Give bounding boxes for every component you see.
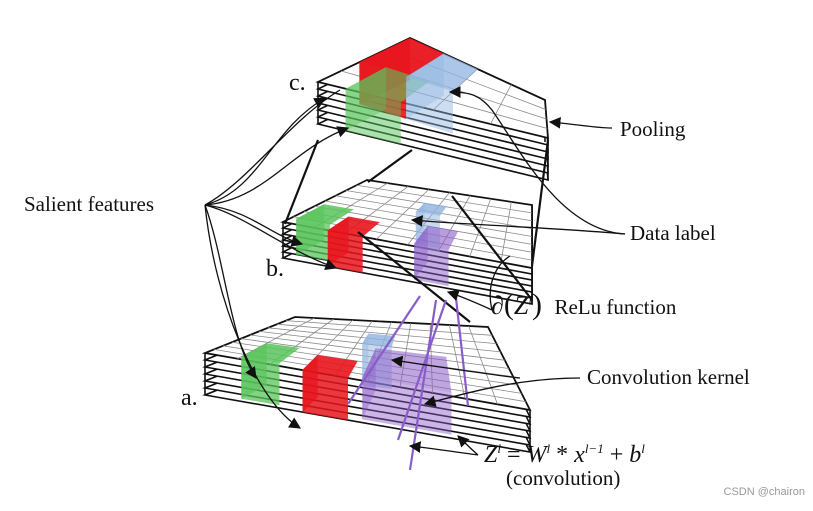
layer-b-green-patch — [296, 204, 354, 261]
salient-curve-extra — [204, 89, 341, 206]
layer-a-grid-line — [468, 325, 498, 405]
salient-arrow-a-green — [204, 204, 257, 379]
pool-connector-left — [283, 139, 320, 225]
convolution-equation: Zl = Wl * xl−1 + bl — [484, 442, 645, 467]
layer-a-purple-kernel-top — [362, 348, 452, 393]
kernel-line-3 — [454, 297, 470, 407]
data-label-arrow-b — [410, 215, 626, 235]
layer-c-grid-line — [490, 84, 512, 125]
conv-input-superscript: l−1 — [584, 441, 604, 456]
layer-a-label: a. — [181, 385, 198, 411]
conv-arrow-1 — [457, 435, 479, 456]
salient-arrow-a-red — [204, 204, 301, 429]
relu-arrow — [446, 289, 493, 311]
conv-input: x — [574, 442, 585, 468]
layer-b-grid-line — [469, 198, 492, 257]
layer-b-purple-patch — [414, 225, 459, 287]
layer-a-red-patch — [302, 355, 358, 421]
layer-b-purple-patch-front — [414, 243, 449, 287]
conv-lhs-superscript: l — [497, 441, 501, 456]
layers-group — [201, 37, 549, 454]
conv-bias: b — [629, 442, 642, 468]
conv-equals: = — [506, 442, 521, 468]
data-label-label: Data label — [630, 221, 716, 245]
pool-connector-mid — [367, 149, 413, 183]
layer-c-blue-patch — [406, 53, 478, 134]
pooling-label: Pooling — [620, 117, 686, 141]
conv-connector-left — [357, 231, 471, 323]
layer-b-green-patch-side — [296, 204, 325, 255]
relu-partial-symbol: ∂ — [491, 291, 504, 320]
conv-lhs: Z — [484, 442, 498, 468]
layer-b — [280, 179, 533, 305]
relu-curve — [489, 255, 511, 311]
conv-weight-superscript: l — [546, 441, 551, 456]
pooling-arrow — [548, 117, 613, 129]
conv-arrow-2 — [408, 441, 479, 456]
connectors-group — [283, 139, 550, 471]
data-label-arrow-c — [448, 86, 626, 235]
conv-weight: W — [526, 442, 547, 468]
layer-c-green-patch-front — [345, 88, 401, 145]
layer-b-purple-patch-top — [414, 225, 459, 251]
kernel-line-1 — [347, 295, 421, 405]
layer-c-blue-patch-side — [406, 53, 444, 119]
watermark: CSDN @chairon — [723, 486, 805, 498]
layer-b-grid-line — [293, 216, 533, 261]
layer-b-top-face — [280, 179, 533, 270]
conv-connector-right — [451, 195, 533, 301]
layer-a-blue-patch-top — [362, 333, 396, 347]
layer-b-blue-patch-top — [415, 202, 447, 216]
conv-plus: + — [609, 442, 624, 468]
layer-c-green-patch-side — [345, 67, 386, 131]
layer-c-label: c. — [289, 70, 306, 96]
layer-c-blue-patch-top — [406, 53, 478, 92]
convolution-kernel-label: Convolution kernel — [587, 365, 750, 389]
layer-b-grid-line — [500, 201, 512, 263]
salient-arrow-b-green — [204, 204, 304, 247]
pool-connector-right — [530, 139, 550, 267]
relu-variable: Z — [513, 291, 529, 320]
kernel-line-2 — [396, 299, 448, 441]
relu-equation: ∂(Zl) ReLu function — [491, 288, 677, 321]
salient-features-label: Salient features — [24, 192, 155, 216]
salient-arrow-b-red — [204, 204, 338, 271]
layer-a-red-patch-side — [302, 355, 318, 413]
callouts-group — [204, 86, 626, 456]
kernel-arrow — [423, 377, 581, 407]
layer-a-grid-line — [449, 324, 466, 399]
layer-b-label: b. — [266, 256, 284, 282]
convolution-caption: (convolution) — [506, 466, 621, 490]
layer-b-red-patch-side — [327, 216, 349, 267]
layer-c-blue-patch-front — [406, 76, 453, 134]
layer-a-purple-kernel-front — [362, 377, 452, 435]
conv-bias-superscript: l — [641, 441, 645, 456]
layer-c — [315, 37, 549, 182]
layer-b-purple-patch-side — [414, 225, 428, 280]
salient-arrow-c-green — [204, 126, 350, 206]
relu-function-label: ReLu function — [554, 295, 677, 319]
relu-superscript: l — [528, 292, 532, 308]
conv-star: * — [556, 442, 569, 468]
blue-patch-arrow — [390, 355, 521, 379]
layer-a — [201, 316, 532, 454]
salient-arrow-c-red — [204, 97, 327, 206]
